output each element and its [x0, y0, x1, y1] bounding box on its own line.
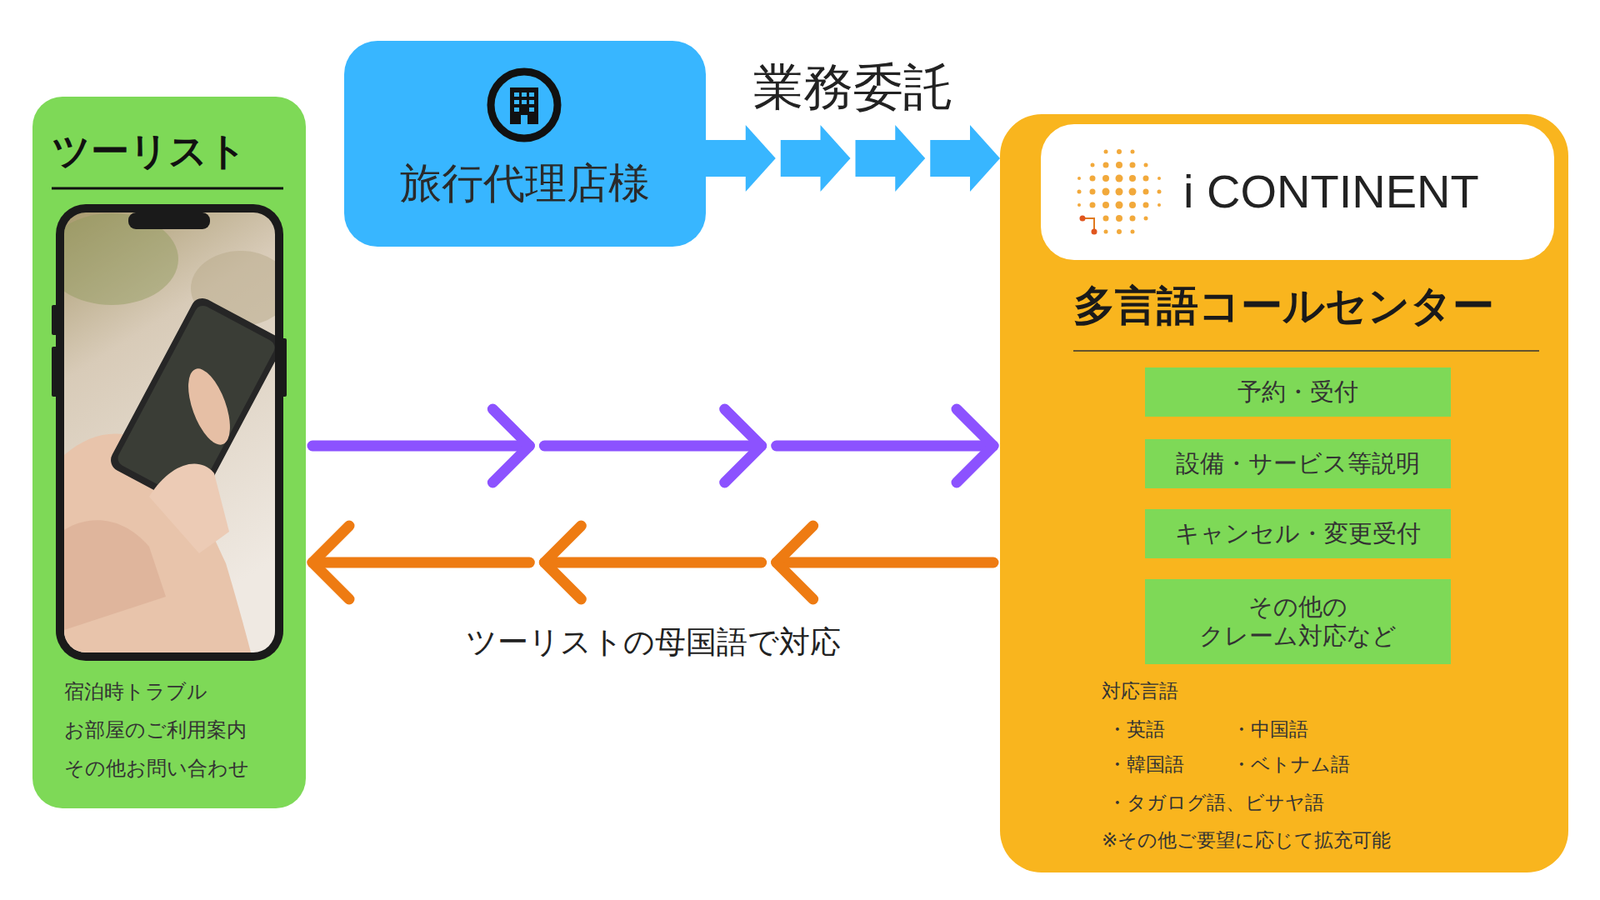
language-item: ・タガログ語、ビサヤ語: [1107, 791, 1325, 815]
inquiry-item: お部屋のご利用案内: [64, 718, 247, 743]
text-holder: ・中国語: [1231, 718, 1309, 742]
arrow-head: [312, 525, 350, 600]
arrow-head: [895, 125, 925, 192]
agency-name: 旅行代理店様: [344, 158, 706, 209]
panel-heading: 多言語コールセンター: [1073, 280, 1495, 331]
arrow-body: [930, 140, 972, 177]
connector: [312, 525, 994, 600]
text-holder: お部屋のご利用案内: [64, 718, 247, 743]
language-heading: 対応言語: [1101, 680, 1179, 704]
arrow-head: [956, 409, 994, 483]
arrow-shaft: [544, 557, 761, 569]
text-holder: ・韓国語: [1107, 753, 1185, 777]
arrow-shaft: [544, 440, 761, 452]
language-item: ・英語: [1107, 718, 1165, 742]
text-holder: ・タガログ語、ビサヤ語: [1107, 791, 1325, 815]
arrow-shaft: [312, 557, 530, 569]
label-holder: ツーリストの母国語で対応: [361, 624, 945, 661]
language-item: ・韓国語: [1107, 753, 1185, 777]
text-holder: ・英語: [1107, 718, 1165, 742]
arrow-shaft: [776, 557, 994, 569]
service-text: 予約・受付: [1237, 377, 1359, 407]
note-text: ※その他ご要望に応じて拡充可能: [1101, 829, 1391, 853]
arrow-head: [745, 125, 776, 192]
service-box: キャンセル・変更受付: [1145, 509, 1451, 559]
service-text: その他の クレーム対応など: [1173, 592, 1424, 651]
arrow-head: [820, 125, 851, 192]
arrow-body: [855, 140, 898, 177]
label-holder: 業務委託: [561, 56, 1145, 117]
logo-text: i CONTINENT: [1183, 163, 1480, 220]
text-holder: ツーリスト: [51, 128, 247, 175]
connector: [705, 125, 1000, 192]
text-holder: 対応言語: [1101, 680, 1179, 704]
arrow-head: [725, 409, 762, 483]
panel-heading: ツーリスト: [51, 128, 247, 175]
arrow-head: [776, 525, 814, 600]
edge-label: 業務委託: [750, 56, 957, 117]
arrow-head: [970, 125, 1000, 192]
arrow-shaft: [776, 440, 994, 452]
connector: [312, 409, 994, 483]
arrow-head: [544, 525, 581, 600]
text-holder: ・ベトナム語: [1231, 753, 1350, 777]
service-text: 設備・サービス等説明: [1175, 449, 1420, 479]
call-center-panel: 多言語コールセンター対応言語・英語 ・中国語・韓国語 ・ベトナム語・タガログ語、ビサ…: [1000, 114, 1569, 873]
edge-label: ツーリストの母国語で対応: [462, 624, 845, 661]
tourist-panel: ツーリスト宿泊時トラブルお部屋のご利用案内その他お問い合わせ: [32, 96, 306, 809]
building-icon: [344, 40, 706, 247]
text-holder: その他お問い合わせ: [64, 756, 250, 781]
service-box: その他の クレーム対応など: [1145, 579, 1451, 665]
text-holder: ※その他ご要望に応じて拡充可能: [1101, 829, 1391, 853]
service-text: キャンセル・変更受付: [1175, 519, 1421, 549]
language-item: ・ベトナム語: [1231, 753, 1350, 777]
arrow-body: [705, 140, 748, 177]
arrow-body: [780, 140, 823, 177]
text-holder: 宿泊時トラブル: [64, 680, 208, 705]
agency-box: 旅行代理店様: [344, 40, 706, 247]
inquiry-item: 宿泊時トラブル: [64, 680, 208, 705]
text-holder: 多言語コールセンター: [1073, 280, 1495, 331]
arrow-head: [492, 409, 530, 483]
logo-box: i CONTINENT: [1040, 124, 1555, 260]
language-item: ・中国語: [1231, 718, 1309, 742]
service-box: 設備・サービス等説明: [1145, 439, 1451, 489]
text-holder: 旅行代理店様: [344, 158, 706, 209]
service-box: 予約・受付: [1145, 367, 1451, 417]
text-holder: i CONTINENT: [1183, 163, 1480, 220]
arrow-shaft: [312, 440, 530, 452]
inquiry-item: その他お問い合わせ: [64, 756, 250, 781]
